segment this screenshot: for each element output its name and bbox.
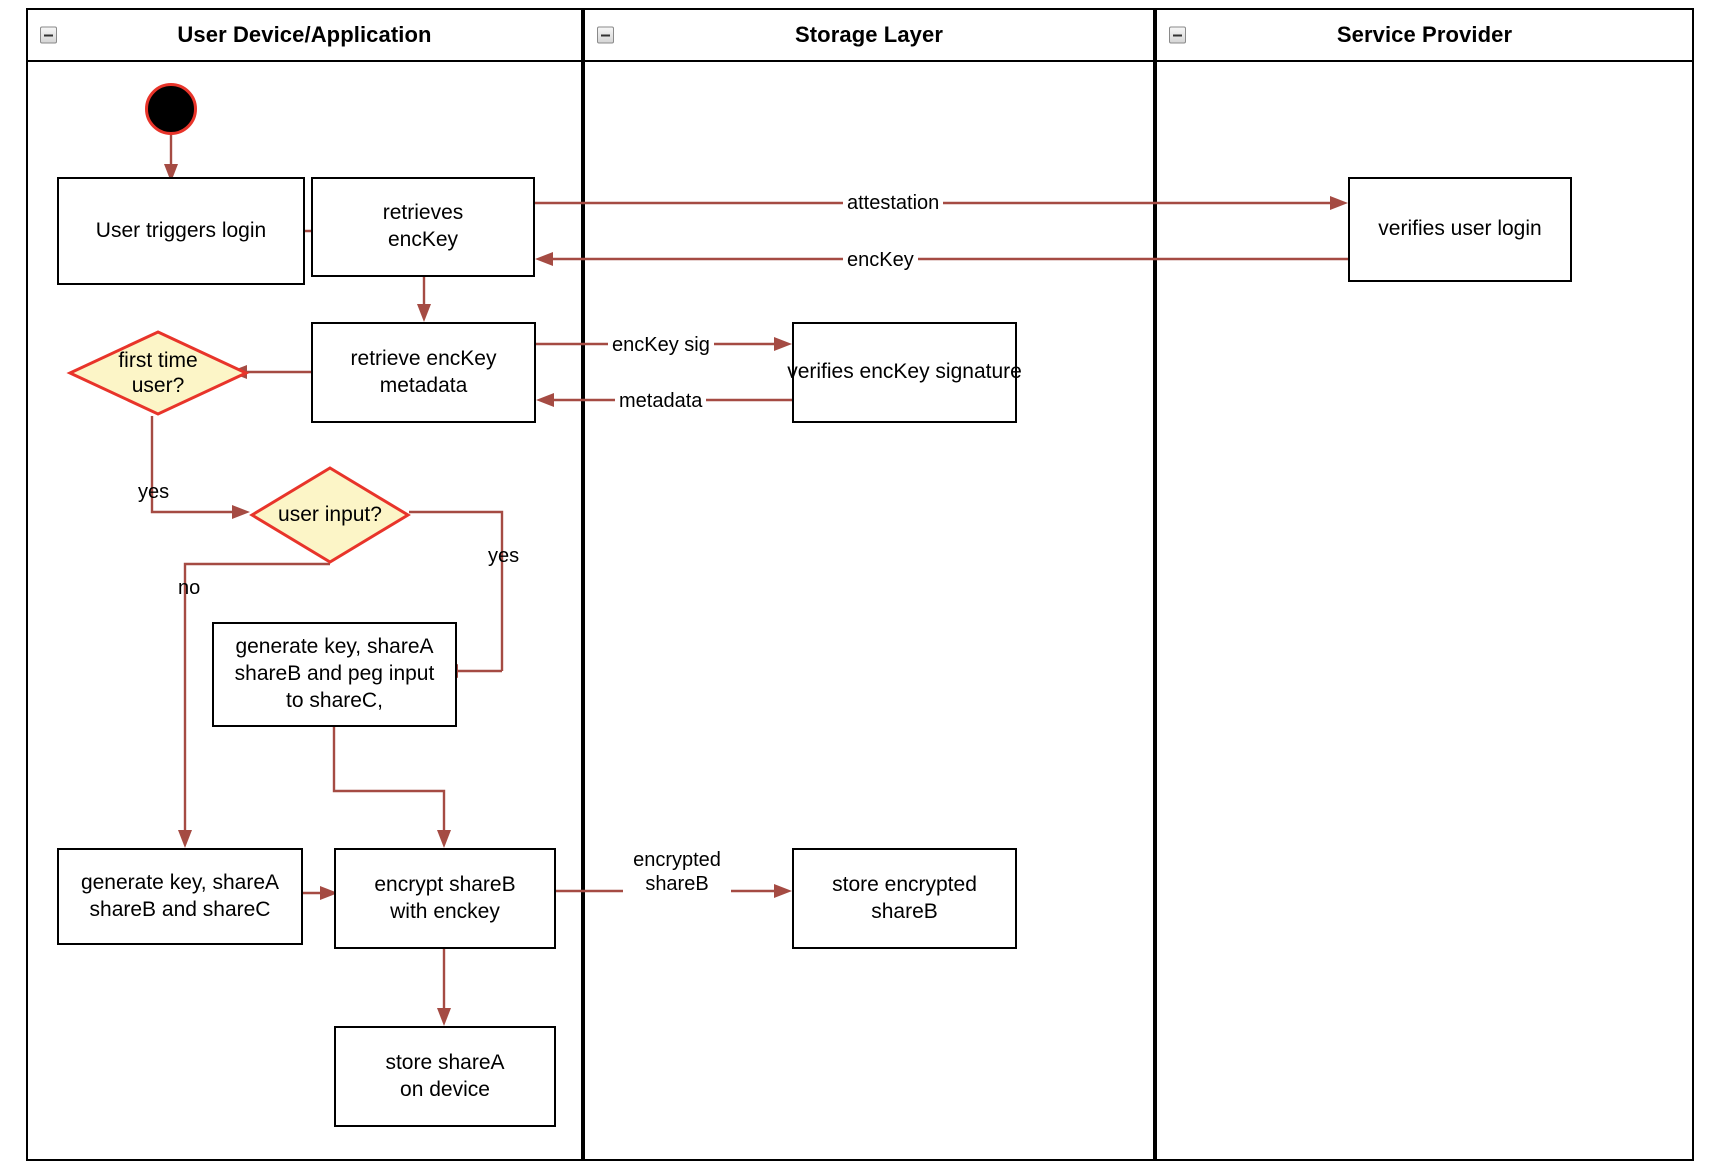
node-label-line1: store shareA xyxy=(385,1050,505,1074)
decision-label: first time user? xyxy=(68,330,248,416)
edge-label-enckey: encKey xyxy=(843,248,918,272)
node-label-line1: store encrypted xyxy=(832,872,977,896)
node-store-sharea[interactable]: store shareA on device xyxy=(334,1026,556,1127)
edge-label-text: yes xyxy=(138,481,170,503)
diamond-shape xyxy=(249,466,411,564)
swimlane-header-user-device: User Device/Application xyxy=(28,10,581,62)
swimlane-title-storage-layer: Storage Layer xyxy=(794,22,944,47)
edge-label-text: metadata xyxy=(619,390,703,412)
node-label: User triggers login xyxy=(95,218,267,242)
node-label-line2: shareB and shareC xyxy=(89,897,271,921)
decision-label-text: user input? xyxy=(278,503,382,527)
node-label-line2: on device xyxy=(400,1077,490,1101)
decision-first-time-user[interactable]: first time user? xyxy=(66,330,250,416)
edge-label-text: attestation xyxy=(847,192,940,214)
edge-label-yes-first-time: yes xyxy=(134,480,173,504)
swimlane-title-service-provider: Service Provider xyxy=(1336,22,1513,47)
edge-label-yes-user-input: yes xyxy=(484,544,523,568)
swimlane-header-storage-layer: Storage Layer xyxy=(585,10,1153,62)
node-retrieve-enckey-metadata[interactable]: retrieve encKey metadata xyxy=(311,322,536,423)
node-label-line2: shareB xyxy=(871,899,938,923)
diamond-shape xyxy=(66,330,250,416)
edge-label-no-user-input: no xyxy=(174,576,204,600)
node-label-line3: to shareC, xyxy=(286,688,383,712)
edge-label-text-line2: shareB xyxy=(645,873,709,895)
decision-label-line1: first time xyxy=(118,348,198,372)
node-verifies-user-login[interactable]: verifies user login xyxy=(1348,177,1572,282)
node-label-line1: generate key, shareA xyxy=(235,635,434,659)
node-store-encrypted-shareb[interactable]: store encrypted shareB xyxy=(792,848,1017,949)
node-label-line1: retrieve encKey xyxy=(350,346,497,370)
minus-icon[interactable] xyxy=(597,26,614,44)
node-label-line2: metadata xyxy=(379,373,468,397)
edge-label-text: no xyxy=(178,577,201,599)
node-label-line1: generate key, shareA xyxy=(80,870,280,894)
edge-label-metadata: metadata xyxy=(615,389,707,413)
minus-icon[interactable] xyxy=(1169,26,1186,44)
edge-label-text: encKey xyxy=(847,249,914,271)
node-encrypt-shareb[interactable]: encrypt shareB with enckey xyxy=(334,848,556,949)
node-label: verifies user login xyxy=(1378,217,1542,241)
decision-label: user input? xyxy=(250,466,410,564)
swimlane-service-provider[interactable]: Service Provider xyxy=(1155,8,1694,1161)
edge-label-text: yes xyxy=(488,545,520,567)
node-user-triggers-login[interactable]: User triggers login xyxy=(57,177,305,285)
node-retrieves-enckey[interactable]: retrieves encKey xyxy=(311,177,535,277)
edge-label-text: encKey sig xyxy=(612,334,710,356)
swimlane-title-user-device: User Device/Application xyxy=(177,22,432,47)
node-generate-peg-input[interactable]: generate key, shareA shareB and peg inpu… xyxy=(212,622,457,727)
node-verifies-enckey-signature[interactable]: verifies encKey signature xyxy=(787,322,1022,423)
edge-label-attestation: attestation xyxy=(843,191,944,215)
edge-label-text-line1: encrypted xyxy=(633,849,721,871)
node-label-line1: retrieves xyxy=(382,201,464,225)
minus-icon[interactable] xyxy=(40,26,57,44)
decision-user-input[interactable]: user input? xyxy=(249,466,411,564)
start-node[interactable] xyxy=(145,83,197,135)
swimlane-user-device[interactable]: User Device/Application xyxy=(26,8,583,1161)
node-generate-shares[interactable]: generate key, shareA shareB and shareC xyxy=(57,848,303,945)
node-label: verifies encKey signature xyxy=(787,360,1022,384)
node-label-line2: shareB and peg input xyxy=(234,662,435,686)
edge-label-enckey-sig: encKey sig xyxy=(608,333,714,357)
node-label-line2: encKey xyxy=(387,228,459,251)
node-label-line1: encrypt shareB xyxy=(374,872,516,896)
swimlane-header-service-provider: Service Provider xyxy=(1157,10,1692,62)
node-label-line2: with enckey xyxy=(390,899,500,923)
edge-label-encrypted-shareb: encrypted shareB xyxy=(623,848,731,896)
decision-label-line2: user? xyxy=(131,374,185,397)
swimlane-storage-layer[interactable]: Storage Layer xyxy=(583,8,1155,1161)
